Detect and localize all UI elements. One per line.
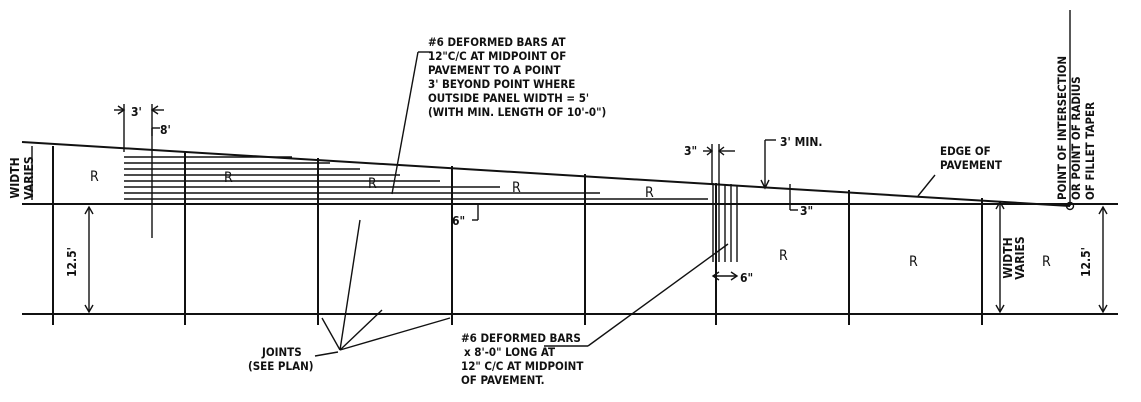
taper-edge-line: [21, 141, 1071, 207]
edge-of-pavement-note: EDGE OF PAVEMENT: [917, 144, 1002, 197]
svg-text:#6 DEFORMED BARS: #6 DEFORMED BARS: [461, 331, 581, 345]
panel-label: R: [909, 254, 918, 270]
six-inch-bottom-dim: 6": [711, 271, 753, 285]
svg-text:OF FILLET TAPER: OF FILLET TAPER: [1083, 102, 1097, 200]
svg-text:6": 6": [740, 271, 753, 285]
six-inch-mid-dim: 6": [452, 204, 479, 228]
svg-text:OUTSIDE PANEL WIDTH = 5': OUTSIDE PANEL WIDTH = 5': [428, 91, 589, 105]
svg-text:PAVEMENT: PAVEMENT: [940, 158, 1002, 172]
svg-text:3': 3': [131, 105, 142, 119]
panel-label: R: [224, 170, 233, 186]
svg-text:(SEE PLAN): (SEE PLAN): [248, 359, 314, 373]
svg-text:VARIES: VARIES: [22, 156, 36, 199]
point-of-intersection-note: POINT OF INTERSECTION OR POINT OF RADIUS…: [1055, 10, 1097, 211]
svg-text:WIDTH: WIDTH: [1001, 237, 1015, 278]
panel-label: R: [368, 176, 377, 192]
bottom-bar-note: #6 DEFORMED BARS x 8'-0" LONG AT 12" C/C…: [461, 243, 729, 387]
joints-note: JOINTS (SEE PLAN): [248, 219, 451, 373]
panel-label: R: [1042, 254, 1051, 270]
lane-width-left-dim: 12.5': [65, 205, 94, 314]
panel-label: R: [512, 180, 521, 196]
svg-text:OR POINT OF RADIUS: OR POINT OF RADIUS: [1069, 76, 1083, 200]
svg-text:x 8'-0" LONG AT: x 8'-0" LONG AT: [464, 345, 555, 359]
svg-text:3": 3": [800, 204, 813, 218]
svg-text:(WITH MIN. LENGTH OF 10'-0"): (WITH MIN. LENGTH OF 10'-0"): [428, 105, 606, 119]
svg-text:6": 6": [452, 214, 465, 228]
svg-text:JOINTS: JOINTS: [261, 345, 302, 359]
svg-text:#6 DEFORMED BARS AT: #6 DEFORMED BARS AT: [428, 35, 566, 49]
svg-text:WIDTH: WIDTH: [8, 157, 22, 198]
svg-text:3' BEYOND POINT WHERE: 3' BEYOND POINT WHERE: [428, 77, 575, 91]
svg-text:3": 3": [684, 144, 697, 158]
svg-text:OF PAVEMENT.: OF PAVEMENT.: [461, 373, 545, 387]
panel-label: R: [90, 169, 99, 185]
width-varies-left-dim: WIDTH VARIES: [8, 146, 36, 200]
svg-text:12.5': 12.5': [1079, 247, 1093, 277]
lane-width-right-dim: 12.5': [1079, 205, 1108, 314]
svg-text:PAVEMENT TO A POINT: PAVEMENT TO A POINT: [428, 63, 561, 77]
panel-label: R: [779, 248, 788, 264]
svg-text:POINT OF INTERSECTION: POINT OF INTERSECTION: [1055, 56, 1069, 200]
bar-offset-dims: 3' 8': [114, 104, 171, 238]
svg-text:VARIES: VARIES: [1013, 236, 1027, 279]
svg-text:12.5': 12.5': [65, 247, 79, 277]
tie-bars-short: [712, 183, 738, 262]
svg-text:12" C/C AT MIDPOINT: 12" C/C AT MIDPOINT: [461, 359, 583, 373]
svg-text:EDGE OF: EDGE OF: [940, 144, 991, 158]
width-varies-right-dim: WIDTH VARIES: [995, 200, 1027, 314]
panel-label: R: [645, 185, 654, 201]
svg-text:8': 8': [160, 123, 171, 137]
top-bar-note: #6 DEFORMED BARS AT 12"C/C AT MIDPOINT O…: [391, 35, 606, 195]
top-right-dims: 3" 3' MIN. 3": [684, 135, 822, 218]
svg-text:12"C/C AT MIDPOINT OF: 12"C/C AT MIDPOINT OF: [428, 49, 566, 63]
svg-text:3' MIN.: 3' MIN.: [780, 135, 822, 149]
